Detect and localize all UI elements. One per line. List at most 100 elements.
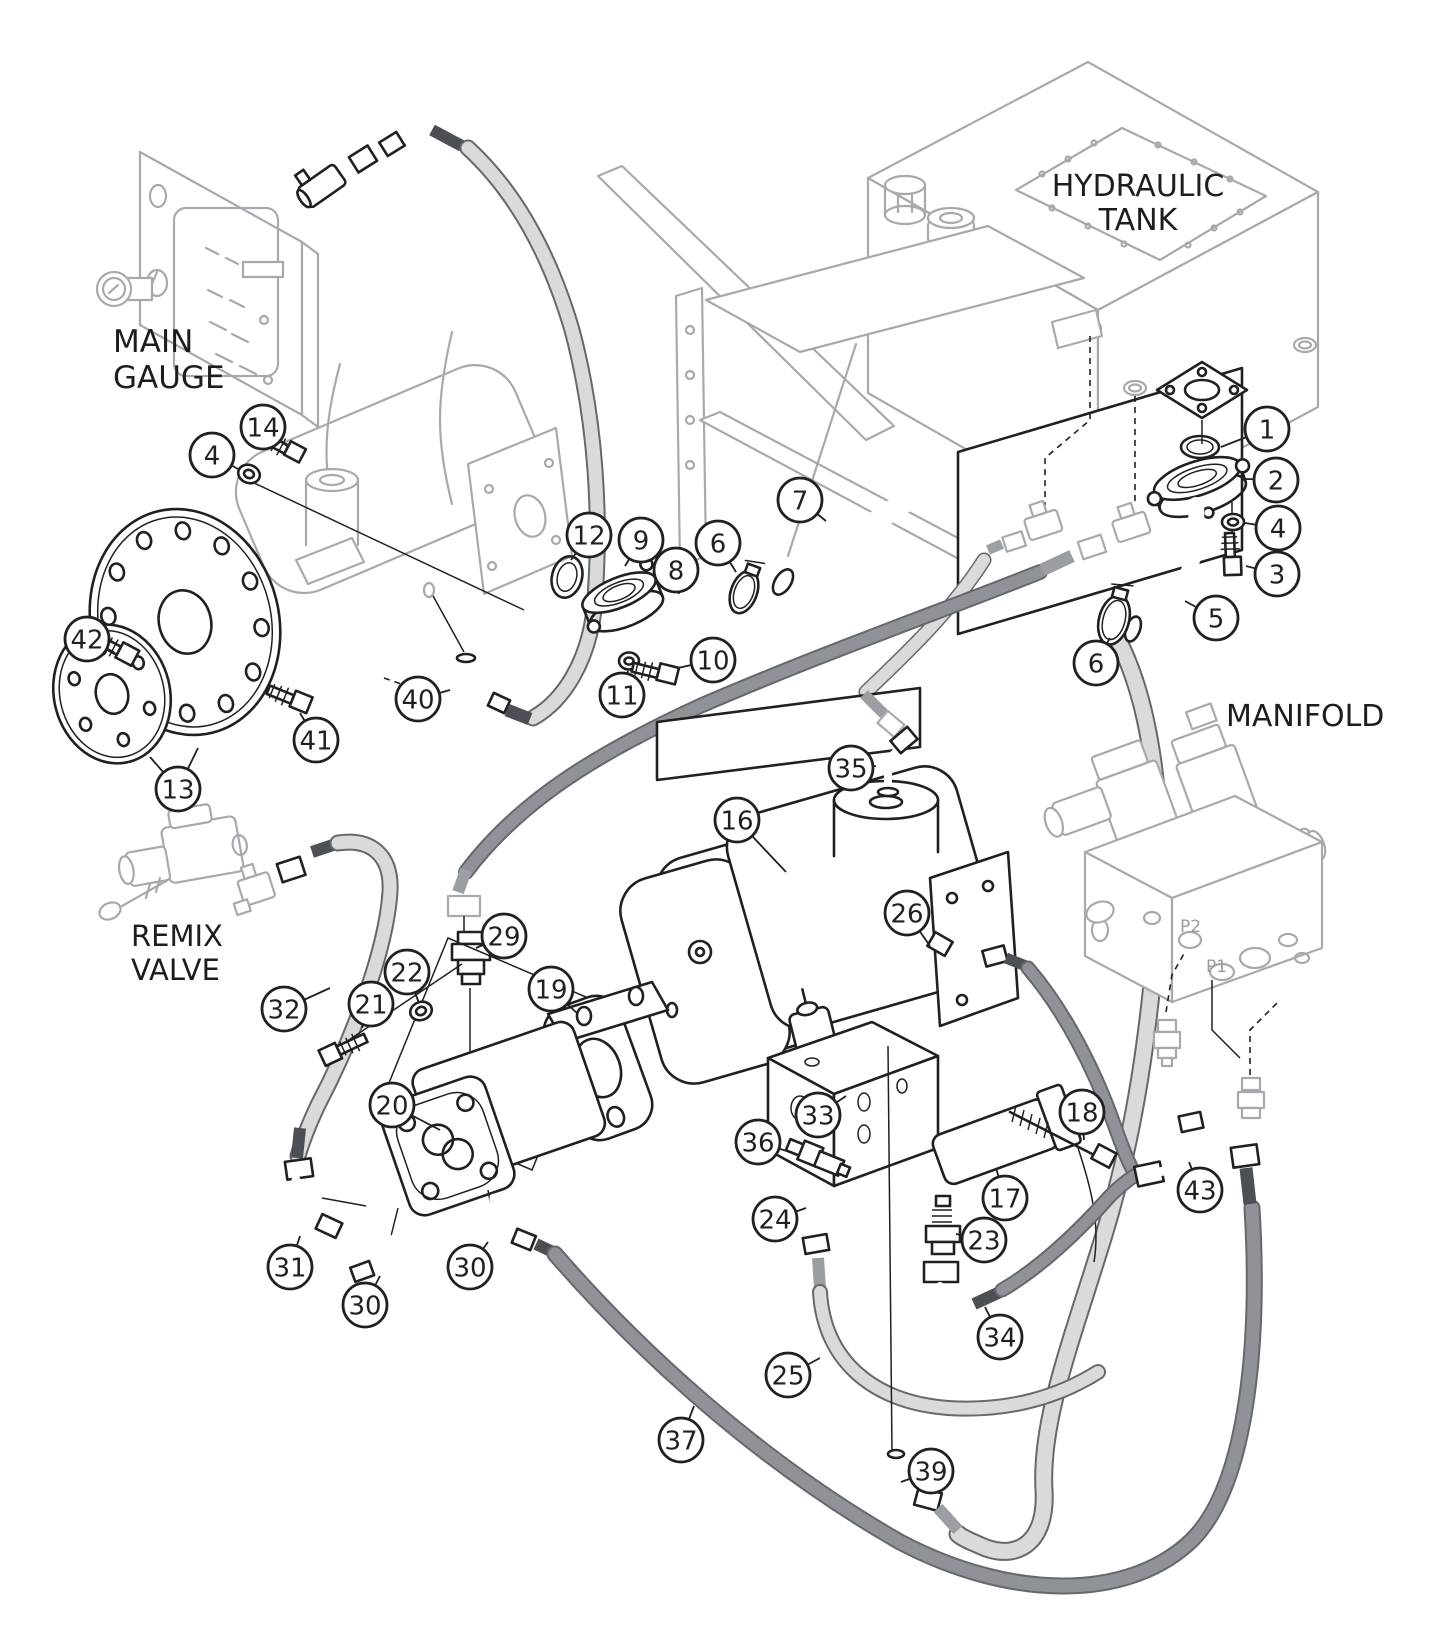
callout-41: 41 bbox=[292, 712, 340, 764]
fitting-29 bbox=[446, 867, 492, 1052]
callout-1: 1 bbox=[1220, 405, 1291, 453]
callout-25: 25 bbox=[764, 1351, 821, 1399]
washer-22 bbox=[408, 1000, 434, 1022]
svg-text:32: 32 bbox=[267, 995, 300, 1025]
main-gauge-panel bbox=[95, 150, 320, 429]
callout-7: 7 bbox=[776, 476, 827, 524]
svg-text:3: 3 bbox=[1269, 560, 1286, 590]
washer-4-right bbox=[1220, 512, 1246, 532]
svg-text:37: 37 bbox=[664, 1426, 697, 1456]
elbow-24 bbox=[801, 1188, 831, 1256]
remix-valve-label-line2: VALVE bbox=[131, 953, 220, 987]
callout-18: 18 bbox=[1058, 1088, 1106, 1141]
callout-3: 3 bbox=[1245, 550, 1301, 598]
svg-text:19: 19 bbox=[534, 975, 567, 1005]
svg-text:34: 34 bbox=[983, 1323, 1016, 1353]
svg-text:2: 2 bbox=[1268, 466, 1285, 496]
union-fitting-p1 bbox=[1152, 1018, 1182, 1068]
svg-text:6: 6 bbox=[710, 529, 727, 559]
svg-text:30: 30 bbox=[348, 1291, 381, 1321]
callout-17: 17 bbox=[981, 1167, 1029, 1222]
detail-panel-tank bbox=[956, 366, 1244, 636]
svg-text:1: 1 bbox=[1259, 415, 1276, 445]
svg-text:30: 30 bbox=[453, 1253, 486, 1283]
callout-33: 33 bbox=[794, 1091, 847, 1139]
svg-text:23: 23 bbox=[967, 1226, 1000, 1256]
manifold bbox=[1043, 702, 1327, 1004]
svg-text:10: 10 bbox=[696, 646, 729, 676]
pump-16 bbox=[619, 765, 1020, 1085]
callout-42: 42 bbox=[63, 615, 115, 663]
svg-text:17: 17 bbox=[988, 1184, 1021, 1214]
callout-21: 21 bbox=[347, 980, 395, 1029]
svg-text:11: 11 bbox=[605, 681, 638, 711]
port-label-p1: P1 bbox=[1206, 957, 1227, 977]
svg-text:16: 16 bbox=[720, 806, 753, 836]
svg-text:26: 26 bbox=[890, 899, 923, 929]
callout-30: 30 bbox=[341, 1275, 389, 1329]
callout-19: 19 bbox=[527, 965, 579, 1015]
callout-11: 11 bbox=[598, 670, 646, 719]
gear-pump-20 bbox=[321, 980, 670, 1241]
gauge bbox=[95, 270, 159, 308]
elbow-39 bbox=[886, 1448, 944, 1513]
hose-clamp-6-mid bbox=[728, 559, 766, 615]
svg-text:18: 18 bbox=[1065, 1098, 1098, 1128]
hydraulic-tank-label-line2: TANK bbox=[1098, 203, 1179, 238]
svg-text:41: 41 bbox=[299, 726, 332, 756]
elbow-40 bbox=[455, 652, 533, 726]
svg-text:42: 42 bbox=[70, 625, 103, 655]
callout-24: 24 bbox=[751, 1195, 807, 1243]
callout-31: 31 bbox=[266, 1235, 314, 1291]
callout-5: 5 bbox=[1184, 594, 1240, 642]
hydraulic-tank-label-line1: HYDRAULIC bbox=[1052, 169, 1225, 204]
callout-6: 6 bbox=[694, 519, 742, 573]
o-ring-1 bbox=[1179, 434, 1221, 460]
detail-panel-pump16 bbox=[655, 686, 922, 782]
svg-text:36: 36 bbox=[741, 1128, 774, 1158]
callout-39: 39 bbox=[900, 1447, 955, 1495]
callout-23: 23 bbox=[955, 1216, 1008, 1264]
svg-text:24: 24 bbox=[758, 1205, 791, 1235]
callout-37: 37 bbox=[657, 1405, 705, 1464]
svg-text:31: 31 bbox=[273, 1253, 306, 1283]
port-label-p2: P2 bbox=[1180, 917, 1201, 937]
callout-35: 35 bbox=[827, 744, 877, 792]
svg-text:25: 25 bbox=[771, 1361, 804, 1391]
svg-text:7: 7 bbox=[792, 486, 809, 516]
tank-port-fittings bbox=[986, 499, 1152, 561]
elbow-under-23 bbox=[936, 1282, 966, 1314]
svg-text:9: 9 bbox=[633, 526, 650, 556]
main-gauge-label-line2: GAUGE bbox=[113, 360, 225, 396]
callout-8: 8 bbox=[652, 546, 700, 595]
bolt-21 bbox=[317, 1032, 369, 1068]
elbow-30-left bbox=[348, 1233, 393, 1284]
panel-glyphs bbox=[204, 246, 285, 386]
fitting-36 bbox=[784, 1137, 852, 1179]
svg-text:12: 12 bbox=[572, 521, 605, 551]
svg-text:39: 39 bbox=[914, 1457, 947, 1487]
callout-36: 36 bbox=[734, 1118, 791, 1166]
svg-text:43: 43 bbox=[1183, 1176, 1216, 1206]
callout-43: 43 bbox=[1176, 1161, 1224, 1214]
callout-4: 4 bbox=[188, 431, 241, 479]
callout-29: 29 bbox=[475, 912, 528, 960]
svg-text:4: 4 bbox=[1270, 514, 1287, 544]
svg-text:5: 5 bbox=[1208, 604, 1225, 634]
remix-valve bbox=[98, 803, 338, 921]
remix-valve-label-line1: REMIX bbox=[131, 919, 223, 953]
bolt-3 bbox=[1220, 531, 1243, 577]
callout-9: 9 bbox=[617, 516, 665, 567]
svg-text:8: 8 bbox=[668, 556, 685, 586]
elbow-35 bbox=[876, 725, 919, 798]
tank-bracket bbox=[596, 164, 1104, 568]
elbow-30-right bbox=[489, 1193, 538, 1252]
svg-text:33: 33 bbox=[801, 1101, 834, 1131]
callout-16: 16 bbox=[713, 796, 787, 873]
manifold-label: MANIFOLD bbox=[1226, 699, 1384, 734]
tank-flange-group bbox=[1096, 360, 1251, 646]
svg-text:35: 35 bbox=[834, 754, 867, 784]
svg-text:21: 21 bbox=[354, 990, 387, 1020]
